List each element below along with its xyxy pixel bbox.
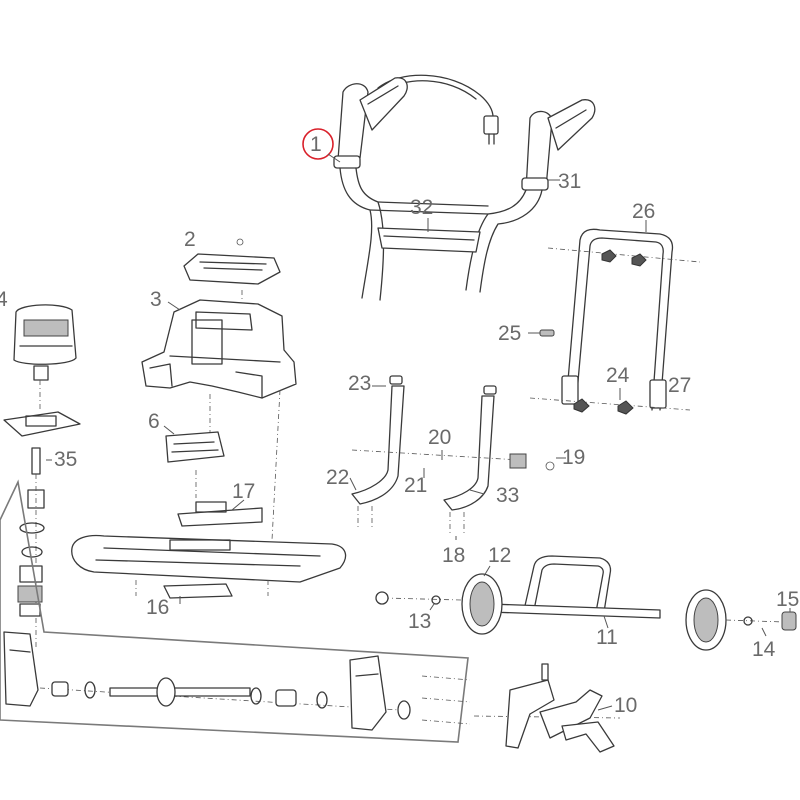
callout-17: 17 bbox=[232, 480, 255, 503]
callout-10: 10 bbox=[614, 694, 637, 717]
callout-4: 4 bbox=[0, 288, 8, 311]
upper-handle-assembly bbox=[333, 74, 596, 301]
callout-24: 24 bbox=[606, 364, 630, 387]
lower-handle-assembly bbox=[529, 228, 701, 415]
callout-15: 15 bbox=[776, 588, 799, 611]
motor-cover-assembly bbox=[141, 238, 297, 399]
callout-19: 19 bbox=[562, 446, 585, 469]
callout-21: 21 bbox=[404, 474, 427, 497]
callout-27: 27 bbox=[668, 374, 691, 397]
switch-and-bracket bbox=[165, 394, 263, 527]
base-plate bbox=[71, 389, 347, 599]
wheel-axle-assembly bbox=[375, 555, 797, 651]
front-leg-assembly bbox=[351, 375, 555, 534]
gearbox-frame bbox=[0, 479, 469, 743]
callout-33: 33 bbox=[496, 484, 519, 507]
callout-14: 14 bbox=[752, 638, 776, 661]
callout-22: 22 bbox=[326, 466, 349, 489]
callout-31: 31 bbox=[558, 170, 581, 193]
callout-11: 11 bbox=[596, 626, 618, 649]
callout-23: 23 bbox=[348, 372, 371, 395]
callout-13: 13 bbox=[408, 610, 431, 633]
callout-26: 26 bbox=[632, 200, 655, 223]
callout-20: 20 bbox=[428, 426, 451, 449]
callout-6: 6 bbox=[148, 410, 160, 433]
callout-12: 12 bbox=[488, 544, 511, 567]
callout-18: 18 bbox=[442, 544, 465, 567]
callout-2: 2 bbox=[184, 228, 196, 251]
gearbox-and-tines bbox=[3, 631, 621, 753]
callout-3: 3 bbox=[150, 288, 162, 311]
motor-assembly bbox=[3, 304, 81, 650]
callout-35: 35 bbox=[54, 448, 77, 471]
callout-1: 1 bbox=[310, 133, 322, 156]
callout-25: 25 bbox=[498, 322, 521, 345]
callout-16: 16 bbox=[146, 596, 169, 619]
callout-32: 32 bbox=[410, 196, 433, 219]
highlight-circle bbox=[302, 128, 334, 160]
